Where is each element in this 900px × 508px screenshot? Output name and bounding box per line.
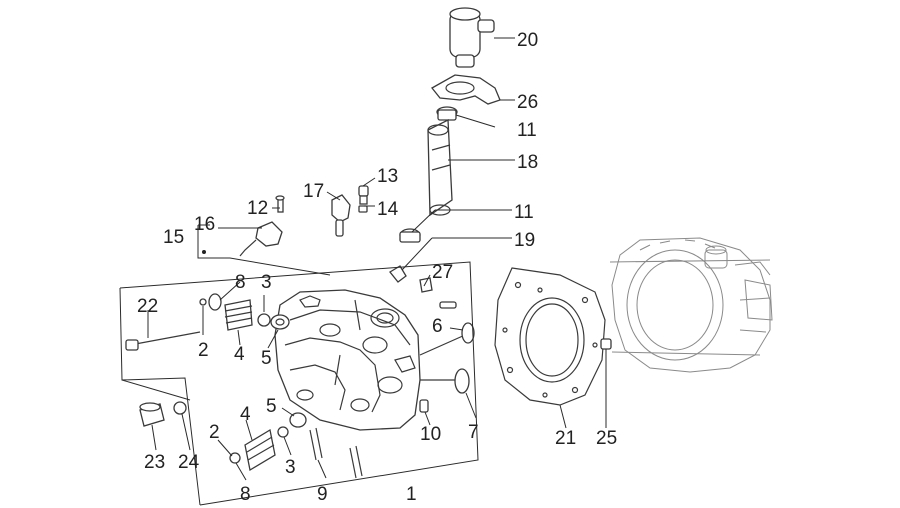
intake-assembly — [399, 7, 501, 243]
callout-3-upper: 3 — [261, 272, 272, 293]
callout-11-lower: 11 — [514, 202, 534, 223]
callout-13: 13 — [377, 166, 398, 187]
callout-17: 17 — [303, 181, 324, 202]
callout-14: 14 — [377, 199, 399, 220]
callout-19: 19 — [514, 230, 535, 251]
callout-21: 21 — [555, 428, 576, 449]
callout-8-upper: 8 — [235, 272, 246, 293]
cylinder-block-ghost — [609, 237, 773, 373]
callout-5-lower: 5 — [266, 396, 277, 417]
callout-2-upper: 2 — [198, 340, 209, 361]
valves — [419, 301, 475, 413]
callout-2-lower: 2 — [209, 422, 220, 443]
valve-train-upper — [125, 293, 290, 351]
valve-train-lower — [139, 401, 363, 479]
sensors-and-fasteners — [239, 185, 433, 293]
callout-26: 26 — [517, 92, 538, 113]
callout-12: 12 — [247, 198, 268, 219]
callout-labels: 20 26 11 18 13 17 14 12 16 15 11 19 27 8… — [137, 30, 617, 505]
callout-18: 18 — [517, 152, 538, 173]
callout-4-lower: 4 — [240, 404, 251, 425]
callout-24: 24 — [178, 452, 200, 473]
callout-16: 16 — [194, 214, 215, 235]
callout-20: 20 — [517, 30, 538, 51]
callout-9: 9 — [317, 484, 328, 505]
assembly-frame — [119, 224, 479, 506]
dowel-pin — [600, 338, 612, 350]
callout-6: 6 — [432, 316, 443, 337]
callout-10: 10 — [420, 424, 441, 445]
callout-15: 15 — [163, 227, 184, 248]
callout-5-upper: 5 — [261, 348, 272, 369]
callout-22: 22 — [137, 296, 158, 317]
leader-lines — [147, 37, 607, 481]
callout-1: 1 — [406, 484, 417, 505]
callout-4-upper: 4 — [234, 344, 245, 365]
cylinder-head-gasket — [494, 267, 606, 406]
callout-27: 27 — [432, 262, 453, 283]
callout-11-upper: 11 — [517, 120, 537, 141]
callout-23: 23 — [144, 452, 165, 473]
callout-3-lower: 3 — [285, 457, 296, 478]
callout-7: 7 — [468, 422, 479, 443]
callout-8-lower: 8 — [240, 484, 251, 505]
cylinder-head — [274, 289, 421, 431]
callout-25: 25 — [596, 428, 617, 449]
